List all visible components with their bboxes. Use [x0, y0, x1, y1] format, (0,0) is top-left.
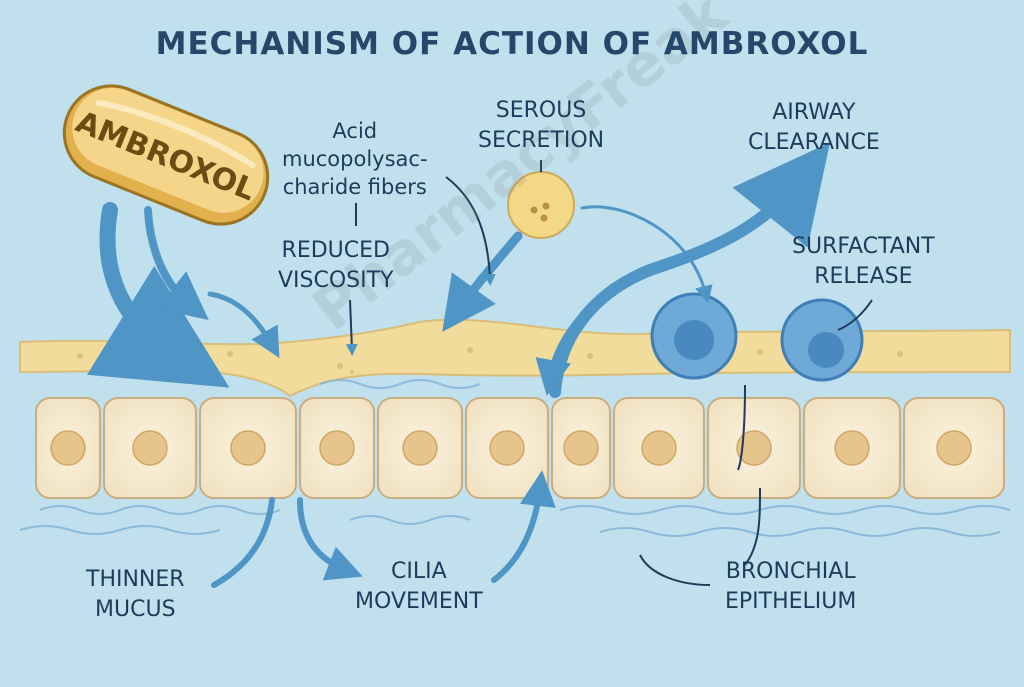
label-airway-clearance: AIRWAY CLEARANCE — [748, 100, 880, 155]
mucus-layer — [19, 318, 1011, 398]
label-serous-secretion: SEROUS SECRETION — [478, 98, 605, 153]
label-thinner-mucus: THINNER MUCUS — [86, 567, 185, 622]
cilia-waves — [19, 379, 1011, 537]
label-bronchial-epithelium: BRONCHIAL EPITHELIUM — [725, 559, 857, 614]
cell-nucleus — [230, 430, 266, 466]
cell-nucleus — [50, 430, 86, 466]
pointer-lines — [345, 160, 873, 586]
label-acid-fibers: Acid mucopolysac- charide fibers — [282, 119, 428, 199]
surfactant-cells — [650, 292, 864, 382]
cell-nucleus — [402, 430, 438, 466]
ambroxol-pill-icon: AMBROXOL — [62, 84, 270, 226]
flow-arrows — [86, 142, 831, 588]
cell-nucleus — [936, 430, 972, 466]
bronchial-epithelium-cells — [35, 397, 1005, 499]
cell-nucleus — [489, 430, 525, 466]
label-surfactant-release: SURFACTANT RELEASE — [792, 234, 935, 289]
page-title: MECHANISM OF ACTION OF AMBROXOL — [155, 26, 869, 62]
cell-nucleus — [834, 430, 870, 466]
cell-nucleus — [736, 430, 772, 466]
label-cilia-movement: CILIA MOVEMENT — [355, 559, 483, 614]
cell-nucleus — [319, 430, 355, 466]
serous-droplet-icon — [507, 171, 575, 239]
cell-nucleus — [641, 430, 677, 466]
label-reduced-viscosity: REDUCED VISCOSITY — [278, 238, 394, 293]
cell-nucleus — [132, 430, 168, 466]
cell-nucleus — [563, 430, 599, 466]
